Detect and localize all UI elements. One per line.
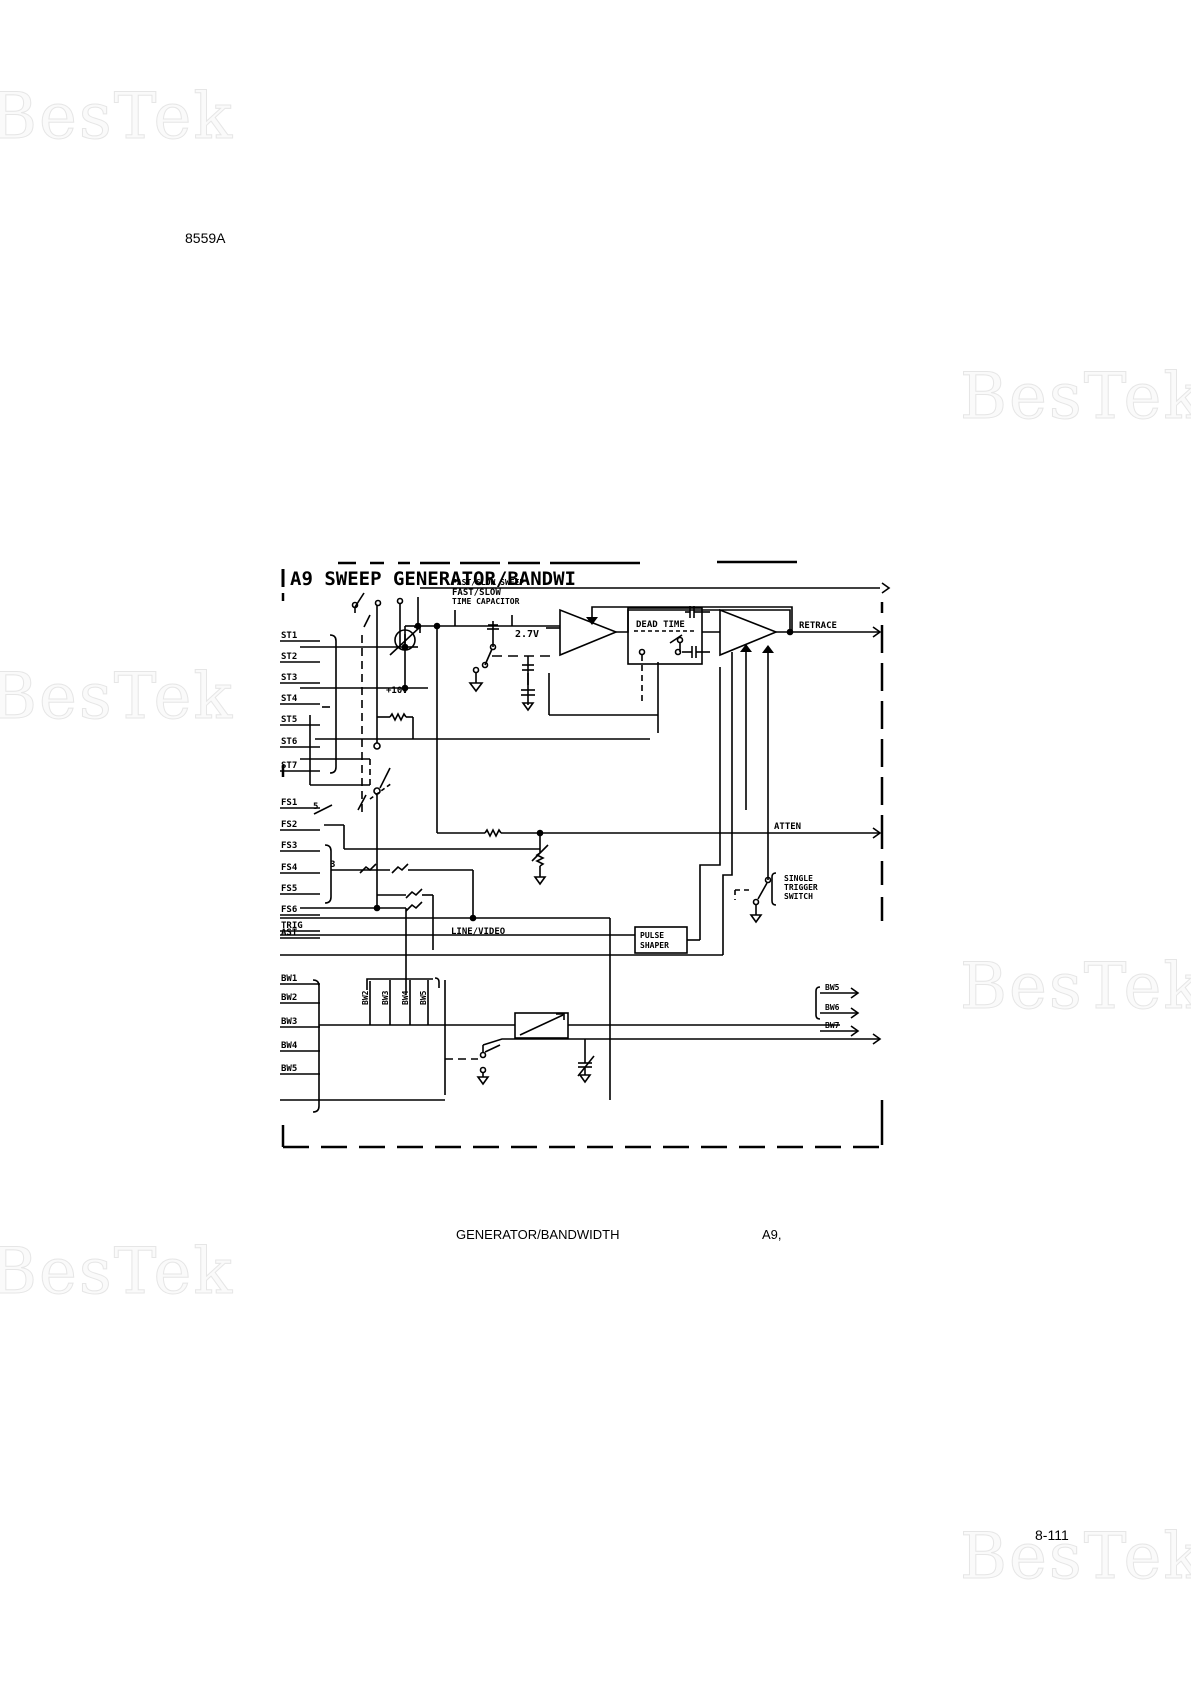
- atten-path: [324, 824, 882, 886]
- top-border: [338, 560, 797, 565]
- input-label-st7: ST7: [281, 761, 297, 771]
- input-label-fs5: FS5: [281, 884, 297, 894]
- input-label-ast: AST: [281, 928, 298, 938]
- bw-output-arrow: [850, 1007, 860, 1019]
- bw-output-arrow: [850, 1025, 860, 1037]
- input-label-st5: ST5: [281, 715, 297, 725]
- input-label-st6: ST6: [281, 737, 297, 747]
- model-number: 8559A: [185, 230, 226, 246]
- output-label-bw7: BW7: [825, 1021, 840, 1030]
- input-label-st3: ST3: [281, 673, 297, 683]
- input-label-bw4: BW4: [281, 1041, 298, 1051]
- bw-bus-label-bw4: BW4: [401, 990, 410, 1005]
- current-source: [377, 597, 456, 833]
- figure-caption-left: GENERATOR/BANDWIDTH: [456, 1227, 620, 1242]
- watermark: BesTek: [0, 1235, 235, 1310]
- single-label: SINGLE: [784, 874, 813, 883]
- input-label-st1: ST1: [281, 631, 297, 641]
- sweep-amplifier: [559, 608, 619, 657]
- bus-width-5: 5: [313, 802, 318, 812]
- shaper-label: SHAPER: [640, 941, 669, 950]
- diagram-title: A9 SWEEP GENERATOR/BANDWI: [290, 568, 576, 590]
- sweep-amplifiers: [549, 606, 882, 880]
- input-label-bw5: BW5: [281, 1064, 297, 1074]
- input-label-fs2: FS2: [281, 820, 297, 830]
- timing-capacitor: [455, 615, 560, 715]
- sweep-generator-schematic: A9 SWEEP GENERATOR/BANDWI ST1ST2ST3ST4ST…: [280, 560, 891, 1149]
- v10-label: +10V: [386, 686, 408, 696]
- atten-label: ATTEN: [774, 822, 801, 832]
- input-label-fs4: FS4: [281, 863, 298, 873]
- pulse-label: PULSE: [640, 931, 664, 940]
- time-capacitor-label: TIME CAPACITOR: [452, 597, 520, 606]
- watermark: BesTek: [0, 80, 235, 155]
- st-wiring: [300, 634, 650, 786]
- mode-switches: [351, 592, 404, 895]
- switch-label: SWITCH: [784, 892, 813, 901]
- input-label-fs3: FS3: [281, 841, 297, 851]
- single-trigger-switch: [734, 872, 777, 924]
- page-number: 8-111: [1035, 1527, 1069, 1543]
- v27-label: 2.7V: [515, 629, 539, 640]
- dead-time-label: DEAD TIME: [636, 620, 685, 630]
- watermark: BesTek: [0, 660, 235, 735]
- trigger-label: TRIGGER: [784, 883, 818, 892]
- input-label-fs1: FS1: [281, 798, 297, 808]
- input-label-trig: TRIG: [281, 921, 303, 931]
- input-label-st2: ST2: [281, 652, 297, 662]
- bus-width-3: 3: [330, 860, 335, 870]
- bw-output-arrow: [850, 987, 860, 999]
- output-label-bw5: BW5: [825, 983, 840, 992]
- input-label-st4: ST4: [281, 694, 298, 704]
- bw-wiring: [280, 977, 882, 1113]
- frame: [281, 593, 884, 1149]
- fast-slow-label: FAST/SLOW: [452, 588, 501, 598]
- input-label-bw2: BW2: [281, 993, 297, 1003]
- fs-wiring: [300, 804, 474, 995]
- input-label-bw3: BW3: [281, 1017, 297, 1027]
- output-label-bw6: BW6: [825, 1003, 840, 1012]
- watermark: BesTek: [959, 950, 1191, 1025]
- figure-caption-right: A9,: [762, 1227, 782, 1242]
- watermark: BesTek: [959, 1520, 1191, 1595]
- watermark: BesTek: [959, 360, 1191, 435]
- retrace-amplifier: [719, 608, 779, 657]
- bw-bus-label-bw5: BW5: [419, 990, 428, 1005]
- fast-slow-sweep-label: FAST/SLOW SWEEP: [452, 578, 524, 587]
- input-lines: ST1ST2ST3ST4ST5ST6ST7FS1FS2FS3FS4FS5FS6A…: [280, 631, 428, 1075]
- bw-bus-label-bw2: BW2: [361, 990, 370, 1005]
- retrace-label: RETRACE: [799, 621, 837, 631]
- trigger-path: [280, 652, 733, 1100]
- input-label-bw1: BW1: [281, 974, 297, 984]
- bw-bus-label-bw3: BW3: [381, 990, 390, 1005]
- line-video-label: LINE/VIDEO: [451, 927, 506, 937]
- input-label-fs6: FS6: [281, 905, 297, 915]
